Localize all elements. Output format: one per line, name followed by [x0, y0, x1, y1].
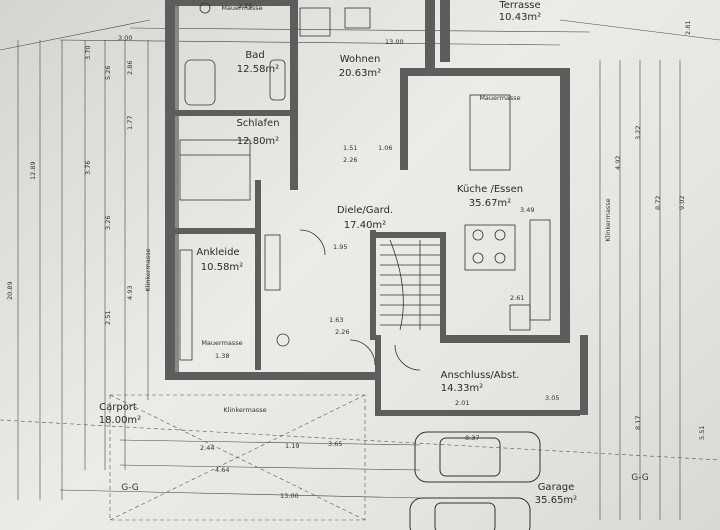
car-top — [414, 431, 541, 483]
room-label-kueche: Küche /Essen — [457, 184, 523, 195]
dim-top-0: 2.26 — [238, 2, 252, 10]
dim-top-1: 13.00 — [385, 38, 404, 46]
dim-left-5: 3.76 — [84, 161, 92, 175]
dim-right-10: 5.51 — [698, 426, 706, 440]
dim-right-9: 8.17 — [634, 416, 642, 430]
room-area-ankleide: 10.58m² — [201, 262, 243, 273]
room-area-wohnen: 20.63m² — [339, 68, 381, 79]
room-area-kueche: 35.67m² — [469, 198, 511, 209]
room-label-anschluss: Anschluss/Abst. — [441, 370, 520, 381]
dim-left-0: 3.70 — [84, 46, 92, 60]
dining-table — [464, 224, 516, 271]
dim-interior-16: 3.05 — [545, 394, 559, 402]
room-area-garage: 35.65m² — [535, 495, 577, 506]
dim-left-3: 1.77 — [126, 116, 134, 130]
dim-interior-3: 1.95 — [333, 243, 347, 251]
dim-right-2: 8.72 — [654, 196, 662, 210]
dim-interior-2: 1.06 — [378, 144, 392, 152]
room-area-terrasse: 10.43m² — [499, 12, 541, 23]
label-klinkermasse-left: Klinkermasse — [144, 248, 152, 291]
dim-left-2: 2.86 — [126, 61, 134, 75]
room-label-garage: Garage — [538, 482, 575, 493]
dim-interior-8: 1.38 — [215, 352, 229, 360]
room-area-carport: 18.00m² — [99, 415, 141, 426]
dim-interior-1: 2.26 — [343, 156, 357, 164]
dim-interior-15: 2.01 — [455, 399, 469, 407]
room-area-schlafen: 12.80m² — [237, 136, 279, 147]
label-klinkermasse-bottom: Klinkermasse — [223, 406, 266, 414]
dim-bottom-0: 2.44 — [200, 444, 214, 452]
label-gg-left: G-G — [121, 483, 139, 493]
dim-bottom-2: 3.65 — [328, 440, 342, 448]
dim-interior-4: 1.63 — [329, 316, 343, 324]
carport-outline — [109, 394, 366, 521]
dim-interior-0: 1.51 — [343, 144, 357, 152]
dim-left-8: 20.89 — [6, 281, 14, 300]
label-gg-right: G-G — [631, 473, 649, 483]
dim-interior-5: 2.26 — [335, 328, 349, 336]
fixtures — [179, 2, 551, 371]
dim-top-3: 3.00 — [118, 34, 132, 42]
car-bottom — [409, 497, 531, 530]
dim-top-4: 2.81 — [684, 21, 692, 35]
dim-left-4: 12.89 — [29, 161, 37, 180]
room-area-diele: 17.40m² — [344, 220, 386, 231]
room-label-ankleide: Ankleide — [196, 247, 239, 258]
bed — [179, 139, 251, 201]
dim-right-1: 3.22 — [634, 126, 642, 140]
room-label-wohnen: Wohnen — [340, 54, 381, 65]
dim-right-3: 9.02 — [678, 196, 686, 210]
label-mauermasse-kitchen: Mauermasse — [479, 94, 520, 102]
dim-interior-10: 2.61 — [510, 294, 524, 302]
dim-bottom-1: 1.19 — [285, 442, 299, 450]
label-klinkermasse-right: Klinkermasse — [604, 198, 612, 241]
room-label-schlafen: Schlafen — [236, 118, 279, 129]
dim-left-7: 4.93 — [126, 286, 134, 300]
dim-left-6: 3.26 — [104, 216, 112, 230]
room-label-carport: Carport — [99, 402, 137, 413]
dim-car-top: 8.37 — [465, 434, 479, 442]
room-area-bad: 12.58m² — [237, 64, 279, 75]
room-area-anschluss: 14.33m² — [441, 383, 483, 394]
room-label-terrasse: Terrasse — [498, 0, 540, 11]
dim-left-9: 2.51 — [104, 311, 112, 325]
room-label-diele: Diele/Gard. — [337, 205, 393, 216]
bathtub — [184, 59, 216, 106]
label-mauermasse-top: Mauermasse — [221, 4, 262, 12]
sofa — [299, 7, 331, 37]
kitchen-island — [469, 94, 511, 171]
dim-left-1: 5.26 — [104, 66, 112, 80]
cars — [409, 431, 541, 530]
dim-right-0: 4.92 — [614, 156, 622, 170]
dim-bottom-5: 13.00 — [280, 492, 299, 500]
dim-bottom-3: 4.64 — [215, 466, 229, 474]
walls — [165, 0, 588, 416]
staircase — [380, 239, 440, 331]
label-mauermasse-ankleide: Mauermasse — [201, 339, 242, 347]
room-label-bad: Bad — [245, 50, 264, 61]
dim-interior-12: 3.49 — [520, 206, 534, 214]
